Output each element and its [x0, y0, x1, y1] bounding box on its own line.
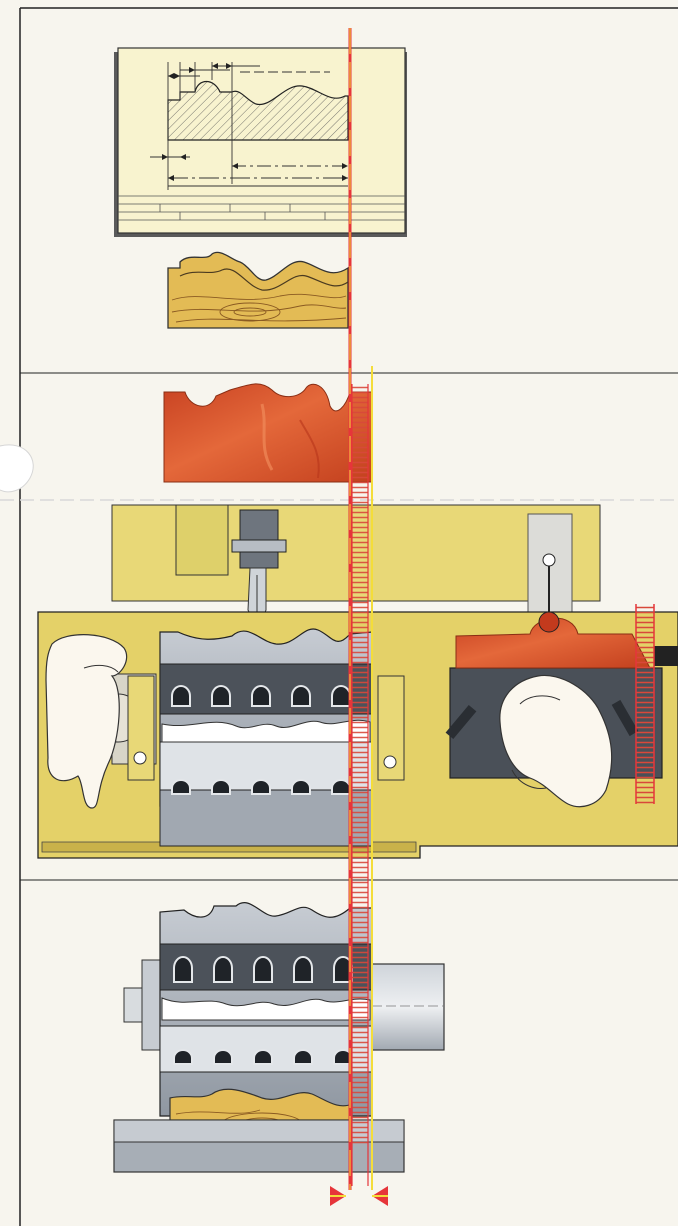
carriage-block [176, 505, 228, 575]
cutter-block-assembly [160, 903, 372, 1116]
spindle-shaft [364, 964, 444, 1050]
spindle-nut [124, 988, 144, 1022]
stylus-holder-band [232, 540, 286, 552]
spindle-collar [142, 960, 160, 1050]
profile-template-panel [114, 48, 407, 237]
holder-bolt [134, 752, 146, 764]
tool-post [654, 646, 678, 666]
stylus-holder [240, 510, 278, 568]
holder-bolt [384, 756, 396, 768]
cutter-block [160, 629, 372, 846]
rack-scale-icon [352, 384, 368, 1186]
rack-scale-icon [636, 604, 654, 804]
